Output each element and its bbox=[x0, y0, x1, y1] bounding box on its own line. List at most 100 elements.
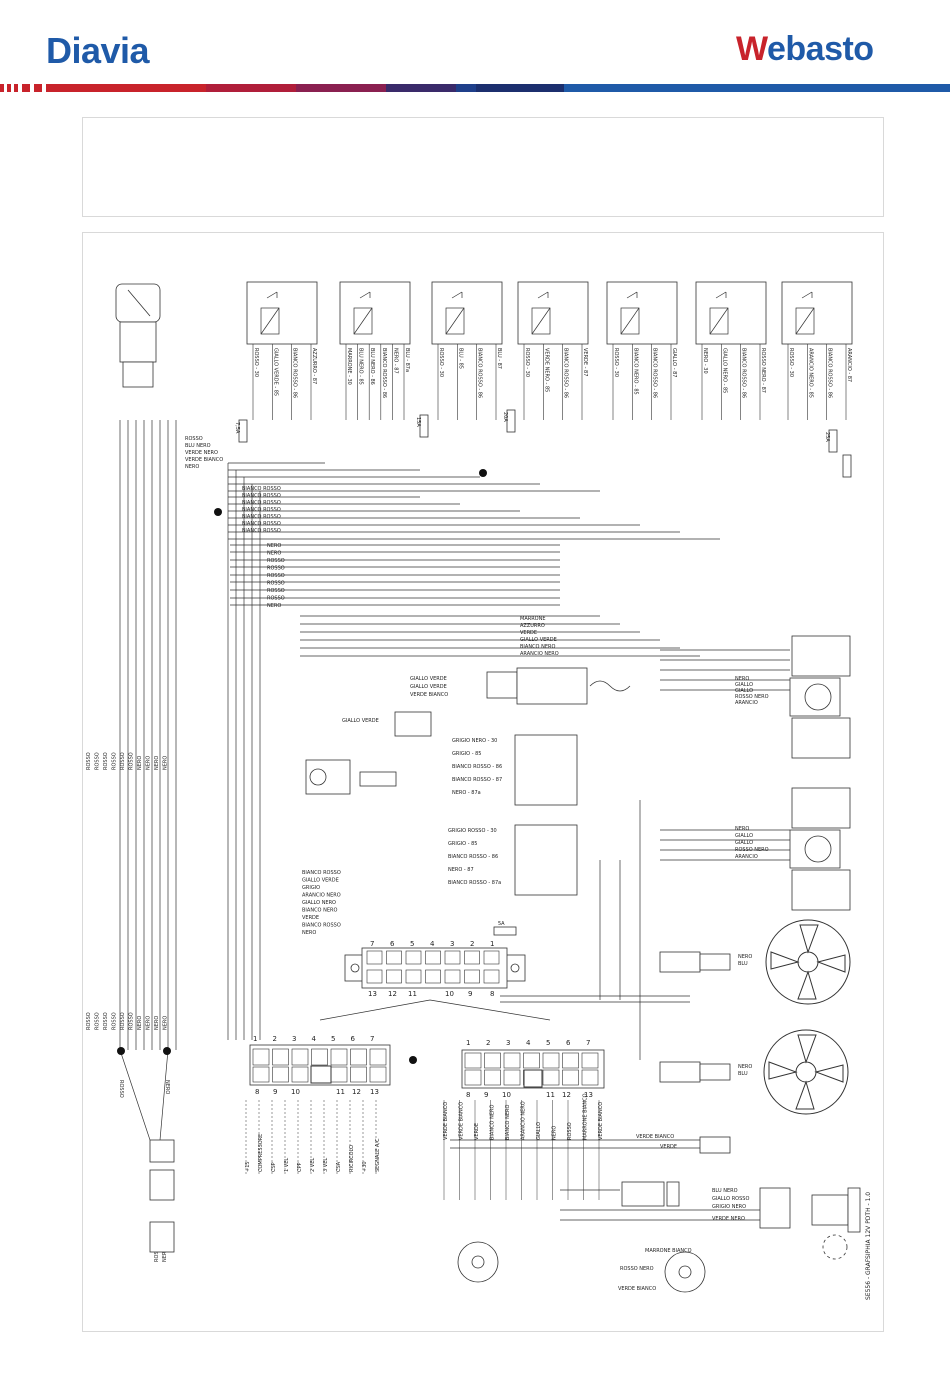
bottom-connector-label: NERO bbox=[162, 1248, 168, 1262]
connector-cell bbox=[386, 950, 402, 965]
left-bundle-label: ROSSO bbox=[103, 1012, 109, 1030]
connector-feed-label: GRIGIO bbox=[302, 885, 320, 891]
fuse bbox=[419, 414, 429, 438]
left-bundle-label: ROSSO bbox=[86, 752, 92, 770]
solenoid-label: GIALLO VERDE bbox=[410, 676, 447, 682]
small-motor bbox=[305, 759, 397, 795]
relay-contact bbox=[715, 291, 727, 299]
connector-cell bbox=[330, 1066, 348, 1083]
fuse bbox=[842, 454, 852, 478]
blower-2-label: ROSSO NERO bbox=[735, 847, 769, 853]
lower-plugs bbox=[149, 711, 731, 1253]
connector-a-wire-label: CSA bbox=[336, 1161, 342, 1172]
relay-pin-label: ROSSO - 30 bbox=[613, 348, 619, 377]
pin-number: 6 bbox=[351, 1035, 356, 1043]
connector-cell bbox=[464, 1069, 482, 1086]
knob-label: ROSSO NERO bbox=[620, 1266, 654, 1272]
relay-pin-label: ROSSO - 30 bbox=[438, 348, 444, 377]
relay-pin-label: GIALLO NERO - 85 bbox=[721, 348, 727, 393]
fan-1-label: BLU bbox=[738, 961, 748, 967]
harness-power-label: ROSSO bbox=[267, 588, 285, 594]
connector-cell bbox=[484, 1052, 501, 1069]
knob-label: VERDE BIANCO bbox=[618, 1286, 656, 1292]
connector-a-wire-label: 3 VEL bbox=[323, 1158, 329, 1172]
left-bundle-label: NERO bbox=[137, 1016, 143, 1030]
relay-pin-label: MARRONE - 30 bbox=[346, 348, 352, 385]
connector-cell bbox=[425, 969, 441, 984]
mid-relay-2-label: NERO - 87 bbox=[448, 867, 474, 873]
fuse bbox=[238, 419, 248, 443]
relay-pin-label: ROSSO - 30 bbox=[788, 348, 794, 377]
relay-pin-label: BIANCO ROSSO - 86 bbox=[652, 348, 658, 398]
left-bundle-label: NERO bbox=[146, 1016, 152, 1030]
relay-pin-label: BLU NERO - 86 bbox=[369, 348, 375, 385]
connector-b-wire-label: GIALLO bbox=[536, 1122, 542, 1140]
pin-number: 2 bbox=[470, 940, 474, 948]
relay-pin-label: AZZURRO - 87 bbox=[311, 348, 317, 384]
harness-power-label: NERO bbox=[267, 603, 281, 609]
pin-number: 2 bbox=[486, 1039, 490, 1047]
left-bundle-label: ROSSO bbox=[112, 752, 118, 770]
left-bundle-label: ROSSO bbox=[95, 1012, 101, 1030]
connector-cell bbox=[483, 969, 500, 984]
blower-2-label: GIALLO bbox=[735, 833, 753, 839]
connector-cell bbox=[484, 1069, 501, 1086]
relay-pin-label: ROSSO - 30 bbox=[253, 348, 259, 377]
pin-number: 4 bbox=[312, 1035, 317, 1043]
fuse bbox=[493, 926, 517, 936]
relay-pin-label: NERO - 30 bbox=[702, 348, 708, 374]
blower-1-label: ROSSO NERO bbox=[735, 694, 769, 700]
pin-number: 2 bbox=[273, 1035, 277, 1043]
pin-number: 13 bbox=[584, 1091, 593, 1099]
connector-b-wire-label: ROSSO bbox=[567, 1122, 573, 1140]
connector-feed-label: GIALLO NERO bbox=[302, 900, 336, 906]
fan-2-label: BLU bbox=[738, 1071, 748, 1077]
left-bundle-label: NERO bbox=[137, 756, 143, 770]
connector-b-wire-label: ARANCIO NERO bbox=[521, 1101, 527, 1140]
relay-coil-mark bbox=[795, 307, 815, 335]
connector-feed-label: BIANCO ROSSO bbox=[302, 923, 341, 929]
connector-b-wire-label: VERDE BIANCO bbox=[443, 1102, 449, 1140]
pin-number: 7 bbox=[586, 1039, 590, 1047]
title-box bbox=[82, 117, 884, 217]
relay-box bbox=[339, 281, 411, 345]
harness-bottom-label: MARRONE bbox=[520, 616, 546, 622]
harness-mid-label: BIANCO ROSSO bbox=[242, 500, 281, 506]
pin-number: 3 bbox=[450, 940, 454, 948]
bottom-connector-label: ROSSO bbox=[154, 1244, 160, 1262]
pin-number: 11 bbox=[408, 990, 417, 998]
fuse-label: 7,5A bbox=[234, 422, 240, 434]
connector-cell bbox=[523, 1052, 540, 1069]
left-bundle-label: ROSSO bbox=[129, 752, 135, 770]
harness-bottom-label: ARANCIO NERO bbox=[520, 651, 559, 657]
lower-right-label: GRIGIO NERO bbox=[712, 1204, 746, 1210]
relay-coil-mark bbox=[620, 307, 640, 335]
thermostat bbox=[759, 1187, 861, 1260]
connector-a-wire-label: CPP bbox=[297, 1162, 303, 1172]
relay-coil-mark bbox=[709, 307, 729, 335]
left-bundle-label: NERO bbox=[154, 1016, 160, 1030]
harness-bottom-label: BIANCO NERO bbox=[520, 644, 555, 650]
connector-cell bbox=[252, 1048, 270, 1066]
harness-power-label: ROSSO bbox=[267, 558, 285, 564]
fuse-label: 20A bbox=[502, 412, 508, 422]
connector-a-wire-label: 2 VEL bbox=[310, 1158, 316, 1172]
connector-cell bbox=[386, 969, 402, 984]
solenoid-label: VERDE BIANCO bbox=[410, 692, 448, 698]
connector-cell bbox=[562, 1069, 579, 1086]
connector-b-wire-label: VERDE BIANCO bbox=[459, 1102, 465, 1140]
blower-1 bbox=[789, 635, 851, 759]
connector-feed-label: BIANCO NERO bbox=[302, 908, 337, 914]
connector-cell bbox=[503, 1052, 521, 1069]
left-bundle-label: ROSSO bbox=[95, 752, 101, 770]
pin-number: 1 bbox=[253, 1035, 257, 1043]
harness-power-label: ROSSO bbox=[267, 596, 285, 602]
pressure-switch bbox=[115, 283, 161, 388]
fan-2-label: NERO bbox=[738, 1064, 752, 1070]
harness-mid-label: BIANCO ROSSO bbox=[242, 528, 281, 534]
pin-number: 12 bbox=[352, 1088, 361, 1096]
fan-1 bbox=[765, 919, 851, 1005]
harness-mid-label: BIANCO ROSSO bbox=[242, 514, 281, 520]
